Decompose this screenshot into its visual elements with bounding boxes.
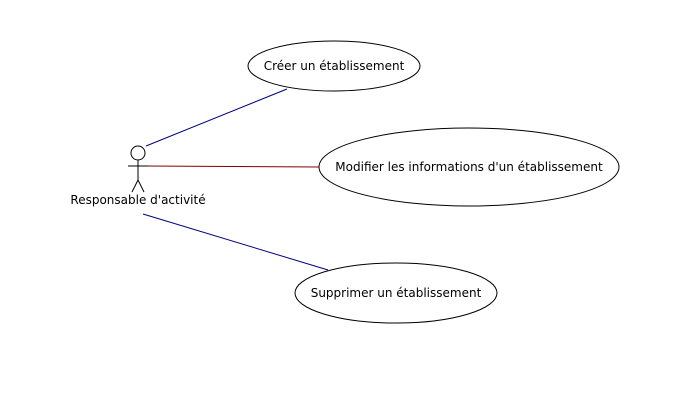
actor-label: Responsable d'activité xyxy=(70,193,205,207)
use-case-supprimer[interactable]: Supprimer un établissement xyxy=(294,262,498,324)
actor-head xyxy=(130,145,146,161)
use-case-ellipse xyxy=(318,127,620,207)
actor-figure[interactable] xyxy=(128,145,148,193)
association-line-creer xyxy=(145,88,288,147)
use-case-ellipse xyxy=(294,262,498,324)
use-case-label: Créer un établissement xyxy=(264,59,405,73)
actor-right-leg xyxy=(137,179,145,193)
association-line-modifier xyxy=(145,165,321,168)
association-line-supprimer xyxy=(142,213,329,271)
use-case-modifier[interactable]: Modifier les informations d'un établisse… xyxy=(318,127,620,207)
actor-left-leg xyxy=(131,179,139,193)
use-case-label: Supprimer un établissement xyxy=(311,286,482,300)
use-case-ellipse xyxy=(247,40,421,92)
use-case-label: Modifier les informations d'un établisse… xyxy=(335,160,603,174)
use-case-creer[interactable]: Créer un établissement xyxy=(247,40,421,92)
